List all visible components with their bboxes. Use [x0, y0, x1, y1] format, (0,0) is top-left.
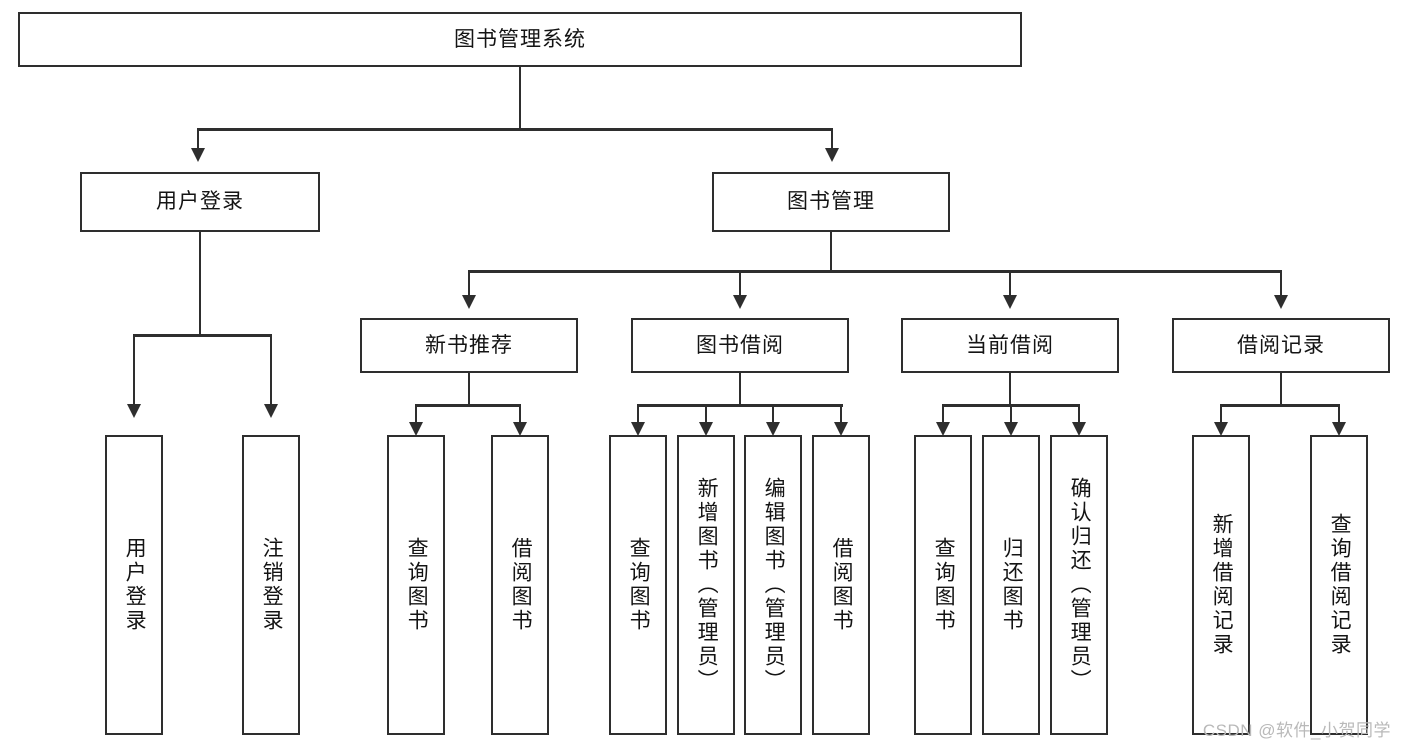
node-user-login[interactable]: 用户登录 [80, 172, 320, 232]
arrowhead-borrow-record-leaf-1 [1214, 422, 1228, 436]
edge-current-borrow-stem [1009, 373, 1011, 405]
leaf-new-book-1[interactable]: 查询图书 [387, 435, 445, 735]
node-label: 编辑图书（管理员） [762, 477, 786, 693]
arrowhead-book-borrow-leaf-4 [834, 422, 848, 436]
edge-borrow-record-bus [1220, 404, 1339, 407]
edge-to-borrow-record [1280, 270, 1282, 297]
node-label: 归还图书 [1000, 537, 1024, 633]
edge-borrow-record-drop-1 [1220, 404, 1222, 424]
edge-user-login-bus [133, 334, 272, 337]
node-new-book-recommend[interactable]: 新书推荐 [360, 318, 578, 373]
edge-new-book-drop-2 [519, 404, 521, 424]
edge-book-borrow-bus [637, 404, 843, 407]
node-book-manage[interactable]: 图书管理 [712, 172, 950, 232]
arrowhead-new-book-leaf-1 [409, 422, 423, 436]
edge-current-borrow-drop-3 [1078, 404, 1080, 424]
arrowhead-current-borrow-leaf-3 [1072, 422, 1086, 436]
edge-current-borrow-drop-2 [1010, 404, 1012, 424]
edge-new-book-bus [415, 404, 521, 407]
edge-book-borrow-drop-2 [705, 404, 707, 424]
leaf-user-login-1[interactable]: 用户登录 [105, 435, 163, 735]
node-label: 查询借阅记录 [1328, 513, 1352, 657]
node-borrow-record[interactable]: 借阅记录 [1172, 318, 1390, 373]
node-label: 新增图书（管理员） [695, 477, 719, 693]
arrowhead-user-login [191, 148, 205, 162]
watermark-text: CSDN @软件_小贺同学 [1202, 721, 1391, 740]
edge-user-login-drop-2 [270, 334, 272, 406]
edge-user-login-stem [199, 232, 201, 335]
arrowhead-user-login-leaf-1 [127, 404, 141, 418]
edge-book-borrow-drop-4 [840, 404, 842, 424]
edge-book-borrow-drop-3 [772, 404, 774, 424]
node-current-borrow[interactable]: 当前借阅 [901, 318, 1119, 373]
arrowhead-user-login-leaf-2 [264, 404, 278, 418]
edge-book-manage-stem [830, 232, 832, 272]
leaf-book-borrow-1[interactable]: 查询图书 [609, 435, 667, 735]
arrowhead-book-borrow-leaf-2 [699, 422, 713, 436]
node-label: 借阅记录 [1237, 333, 1325, 357]
arrowhead-book-borrow-leaf-3 [766, 422, 780, 436]
leaf-current-borrow-3[interactable]: 确认归还（管理员） [1050, 435, 1108, 735]
node-label: 图书管理系统 [454, 27, 586, 51]
leaf-current-borrow-1[interactable]: 查询图书 [914, 435, 972, 735]
node-label: 查询图书 [627, 537, 651, 633]
node-book-borrow[interactable]: 图书借阅 [631, 318, 849, 373]
leaf-borrow-record-2[interactable]: 查询借阅记录 [1310, 435, 1368, 735]
leaf-current-borrow-2[interactable]: 归还图书 [982, 435, 1040, 735]
arrowhead-book-manage [825, 148, 839, 162]
arrowhead-book-borrow-leaf-1 [631, 422, 645, 436]
edge-to-book-manage [831, 128, 833, 150]
node-label: 确认归还（管理员） [1068, 477, 1092, 693]
leaf-new-book-2[interactable]: 借阅图书 [491, 435, 549, 735]
edge-book-borrow-drop-1 [637, 404, 639, 424]
node-label: 图书借阅 [696, 333, 784, 357]
edge-to-new-book [468, 270, 470, 297]
edge-level3-bus [468, 270, 1282, 273]
edge-new-book-drop-1 [415, 404, 417, 424]
edge-book-borrow-stem [739, 373, 741, 405]
node-label: 注销登录 [260, 537, 284, 633]
node-label: 借阅图书 [509, 537, 533, 633]
leaf-book-borrow-2[interactable]: 新增图书（管理员） [677, 435, 735, 735]
edge-to-user-login [197, 128, 199, 150]
edge-current-borrow-drop-1 [942, 404, 944, 424]
edge-level2-bus [197, 128, 833, 131]
arrowhead-new-book [462, 295, 476, 309]
arrowhead-current-borrow-leaf-2 [1004, 422, 1018, 436]
node-root[interactable]: 图书管理系统 [18, 12, 1022, 67]
edge-to-book-borrow [739, 270, 741, 297]
arrowhead-current-borrow-leaf-1 [936, 422, 950, 436]
node-label: 用户登录 [123, 537, 147, 633]
node-label: 当前借阅 [966, 333, 1054, 357]
node-label: 图书管理 [787, 190, 875, 214]
edge-borrow-record-stem [1280, 373, 1282, 405]
node-label: 查询图书 [405, 537, 429, 633]
edge-user-login-drop-1 [133, 334, 135, 406]
leaf-user-login-2[interactable]: 注销登录 [242, 435, 300, 735]
arrowhead-borrow-record [1274, 295, 1288, 309]
leaf-book-borrow-3[interactable]: 编辑图书（管理员） [744, 435, 802, 735]
edge-borrow-record-drop-2 [1338, 404, 1340, 424]
arrowhead-borrow-record-leaf-2 [1332, 422, 1346, 436]
leaf-book-borrow-4[interactable]: 借阅图书 [812, 435, 870, 735]
node-label: 用户登录 [156, 190, 244, 214]
arrowhead-book-borrow [733, 295, 747, 309]
node-label: 新书推荐 [425, 333, 513, 357]
edge-to-current-borrow [1009, 270, 1011, 297]
node-label: 查询图书 [932, 537, 956, 633]
node-label: 新增借阅记录 [1210, 513, 1234, 657]
arrowhead-current-borrow [1003, 295, 1017, 309]
edge-root-stem [519, 67, 521, 129]
edge-new-book-stem [468, 373, 470, 405]
leaf-borrow-record-1[interactable]: 新增借阅记录 [1192, 435, 1250, 735]
arrowhead-new-book-leaf-2 [513, 422, 527, 436]
node-label: 借阅图书 [830, 537, 854, 633]
